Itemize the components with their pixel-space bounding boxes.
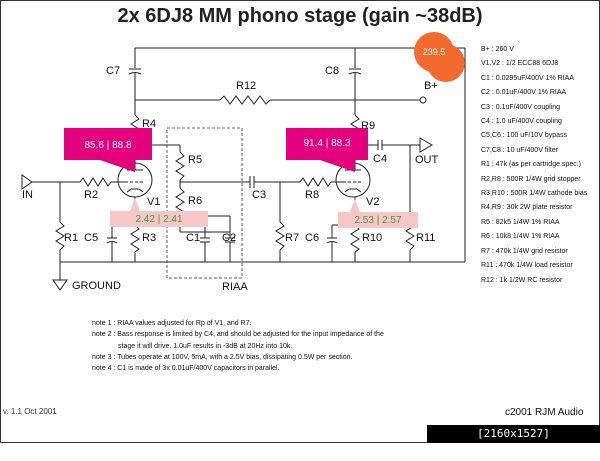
label-bplus: B+ [424,80,438,92]
v1-cathode-voltage-callout [110,211,208,227]
diagram-title: 2x 6DJ8 MM phono stage (gain ~38dB) [117,5,483,27]
version-text: v. 1.1 Oct 2001 [3,407,57,416]
parts-list-item: R1 : 47k (as per cartridge spec.) [481,161,581,169]
label-c6: C6 [305,232,319,244]
note-line: note 4 : C1 is made of 3x 0.01uF/400V ca… [92,365,280,373]
label-c7: C7 [106,65,120,77]
parts-list-item: C1 : 0.0295uF/400V 1% RIAA [481,74,574,82]
notes-block: note 1 : RIAA values adjusted for Rp of … [92,318,384,374]
label-r3: R3 [142,232,156,244]
label-r10: R10 [362,232,382,244]
parts-list-item: V1,V2 : 1/2 ECC88 6DJ8 [481,60,559,68]
label-v1: V1 [147,196,160,208]
label-v2: V2 [366,196,379,208]
note-line: note 3 : Tubes operate at 100V, 5mA, wit… [92,353,353,361]
label-c1: C1 [186,232,200,244]
label-r2: R2 [84,189,98,201]
v1-cathode-voltage: 2.42 | 2.41 [135,214,183,225]
label-r11: R11 [416,232,435,244]
label-r5: R5 [188,154,202,166]
label-in: IN [22,189,33,201]
parts-list-item: R12 : 1k 1/2W RC resistor [481,276,563,284]
parts-list-item: R11 : 470k 1/4W load resistor [481,262,573,270]
parts-list: B+ : 260 V V1,V2 : 1/2 ECC88 6DJ8 C1 : 0… [481,43,587,288]
label-out: OUT [415,154,439,166]
label-ground: GROUND [72,280,121,292]
parts-list-item: R6 : 10k8 1/4W 1% RIAA [481,233,560,241]
label-c3: C3 [252,189,266,201]
parts-list-item: C5,C6 : 100 uF/10V bypass [481,132,567,140]
note-line: note 1 : RIAA values adjusted for Rp of … [92,320,252,327]
label-r6: R6 [188,195,202,207]
v1-plate-voltage-callout [64,128,152,160]
v2-plate-voltage-callout [286,128,368,160]
label-r8: R8 [305,189,319,201]
label-c4: C4 [373,153,387,165]
label-r9: R9 [361,120,375,132]
label-r12: R12 [236,80,256,92]
label-r1: R1 [64,232,78,244]
label-r4: R4 [142,118,156,130]
v1-plate-voltage: 85.6 | 88.8 [84,140,132,151]
parts-list-item: C3 : 0.1uF/400V coupling [481,103,560,111]
note-line: stage it will drive. 1.0uF results in -3… [118,342,293,350]
parts-list-item: R5 : 82k5 1/4W 1% RIAA [481,218,560,226]
label-c5: C5 [84,232,98,244]
label-riaa: RIAA [222,281,248,293]
parts-list-item: R4,R9 : 30k 2W plate resistor [481,204,573,212]
parts-list-item: R3,R10 : 500R 1/4W cathode bias [481,190,588,198]
label-c2: C2 [222,232,236,244]
parts-list-item: R2,R8 : 500R 1/4W grid stopper [481,175,581,183]
schematic: 239.5 85.6 | 88.8 91.4 | 88.3 2.42 | 2.4… [21,32,466,293]
v2-cathode-voltage-callout [338,212,418,228]
parts-list-item: B+ : 260 V [481,46,514,53]
v2-plate-voltage: 91.4 | 88.3 [303,138,351,149]
parts-list-item: C4 : 1.0 uF/400V coupling [481,118,562,126]
riaa-network-box [166,127,243,279]
bplus-voltage-value: 239.5 [423,47,446,57]
parts-list-item: C7,C8 : 10 uF/400V filter [481,146,559,154]
copyright-credit: c2001 RJM Audio [505,407,584,418]
label-r7: R7 [285,232,299,244]
parts-list-item: R7 : 470k 1/4W grid resistor [481,247,568,255]
note-line: note 2 : Bass response is limited by C4,… [92,331,384,339]
label-c8: C8 [325,65,339,77]
parts-list-item: C2 : 0.01uF/400V 1% RIAA [481,89,567,97]
watermark-link[interactable]: [2160x1527] https://upic.me/ [427,425,600,458]
v2-cathode-voltage: 2.53 | 2.57 [354,215,402,226]
